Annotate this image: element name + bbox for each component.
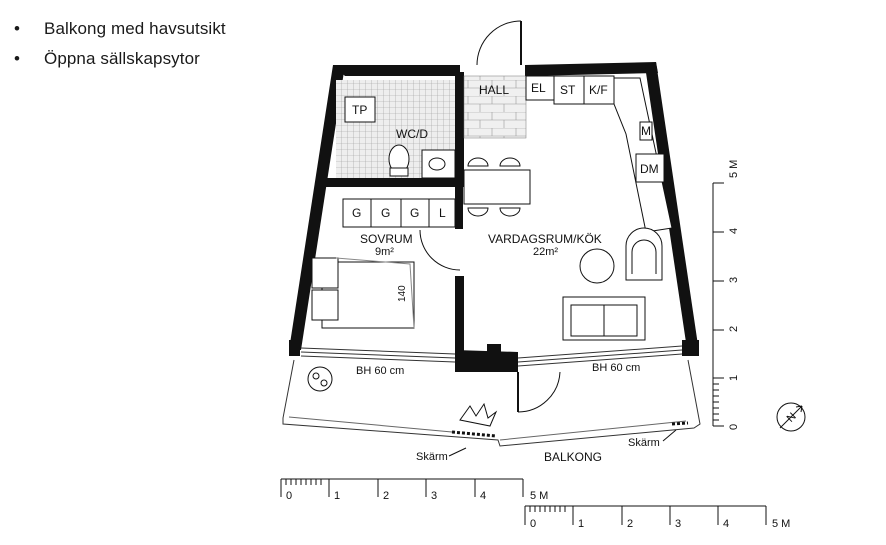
wardrobe-label: L bbox=[439, 206, 446, 220]
north-arrow-icon bbox=[776, 402, 806, 432]
hall-label: HALL bbox=[479, 83, 509, 97]
vscale-tick: 3 bbox=[728, 277, 740, 283]
scale-tick: 2 bbox=[383, 490, 389, 502]
m-label: M bbox=[641, 124, 651, 138]
north-label: N bbox=[785, 411, 799, 425]
wc-label: WC/D bbox=[396, 127, 428, 141]
scale-bar-bottom bbox=[524, 505, 767, 525]
vardagsrum-label: VARDAGSRUM/KÖK bbox=[488, 232, 602, 246]
scale-tick: 0 bbox=[530, 518, 536, 530]
scale-tick: 0 bbox=[286, 490, 292, 502]
scale-tick: 1 bbox=[334, 490, 340, 502]
feature-text: Balkong med havsutsikt bbox=[44, 19, 226, 38]
vscale-tick: 4 bbox=[728, 228, 740, 234]
feature-text: Öppna sällskapsytor bbox=[44, 49, 200, 68]
entrance-door bbox=[476, 20, 522, 66]
wardrobe-label: G bbox=[381, 206, 390, 220]
vscale-tick: 2 bbox=[728, 326, 740, 332]
vscale-tick: 1 bbox=[728, 375, 740, 381]
feature-list: •Balkong med havsutsikt •Öppna sällskaps… bbox=[14, 14, 226, 74]
dining-table bbox=[463, 157, 531, 217]
window-label-left: BH 60 cm bbox=[356, 365, 404, 377]
windows bbox=[300, 345, 683, 367]
hall-floor bbox=[463, 75, 527, 139]
living-furniture bbox=[562, 227, 663, 341]
wardrobe-label: G bbox=[352, 206, 361, 220]
wardrobe-label: G bbox=[410, 206, 419, 220]
el-label: EL bbox=[531, 81, 546, 95]
interior-walls bbox=[322, 72, 464, 368]
scale-tick: 4 bbox=[723, 518, 729, 530]
bedroom-door bbox=[419, 229, 461, 271]
scale-tick: 3 bbox=[431, 490, 437, 502]
plant-icon bbox=[307, 366, 498, 427]
vscale-unit: 5 M bbox=[728, 160, 740, 178]
st-label: ST bbox=[560, 83, 576, 97]
vertical-scale bbox=[712, 182, 724, 427]
screen-label-left: Skärm bbox=[416, 451, 448, 463]
wc-room bbox=[336, 80, 456, 179]
kf-label: K/F bbox=[589, 83, 608, 97]
scale-tick: 1 bbox=[578, 518, 584, 530]
wardrobes bbox=[342, 198, 456, 228]
balcony bbox=[282, 359, 701, 447]
vardagsrum-area: 22m² bbox=[533, 246, 558, 258]
balkong-label: BALKONG bbox=[544, 450, 602, 464]
scale-unit: 5 M bbox=[772, 518, 790, 530]
screen-leader bbox=[662, 429, 677, 442]
vscale-tick: 0 bbox=[728, 424, 740, 430]
scale-bar-top bbox=[280, 478, 524, 497]
screen-label-right: Skärm bbox=[628, 437, 660, 449]
scale-tick: 2 bbox=[627, 518, 633, 530]
bed bbox=[311, 257, 415, 329]
feature-item: •Öppna sällskapsytor bbox=[14, 49, 200, 68]
scale-unit: 5 M bbox=[530, 490, 548, 502]
screen-leader bbox=[448, 447, 467, 457]
tp-label: TP bbox=[352, 103, 367, 117]
bed-width-label: 140 bbox=[397, 285, 408, 302]
scale-tick: 3 bbox=[675, 518, 681, 530]
feature-item: •Balkong med havsutsikt bbox=[14, 19, 226, 38]
window-label-right: BH 60 cm bbox=[592, 362, 640, 374]
balcony-door bbox=[517, 371, 561, 413]
kitchen-counter bbox=[613, 77, 673, 233]
sovrum-label: SOVRUM bbox=[360, 232, 413, 246]
scale-tick: 4 bbox=[480, 490, 486, 502]
sovrum-area: 9m² bbox=[375, 246, 394, 258]
outer-walls bbox=[289, 62, 699, 372]
dm-label: DM bbox=[640, 162, 659, 176]
utility-closets bbox=[525, 75, 615, 105]
